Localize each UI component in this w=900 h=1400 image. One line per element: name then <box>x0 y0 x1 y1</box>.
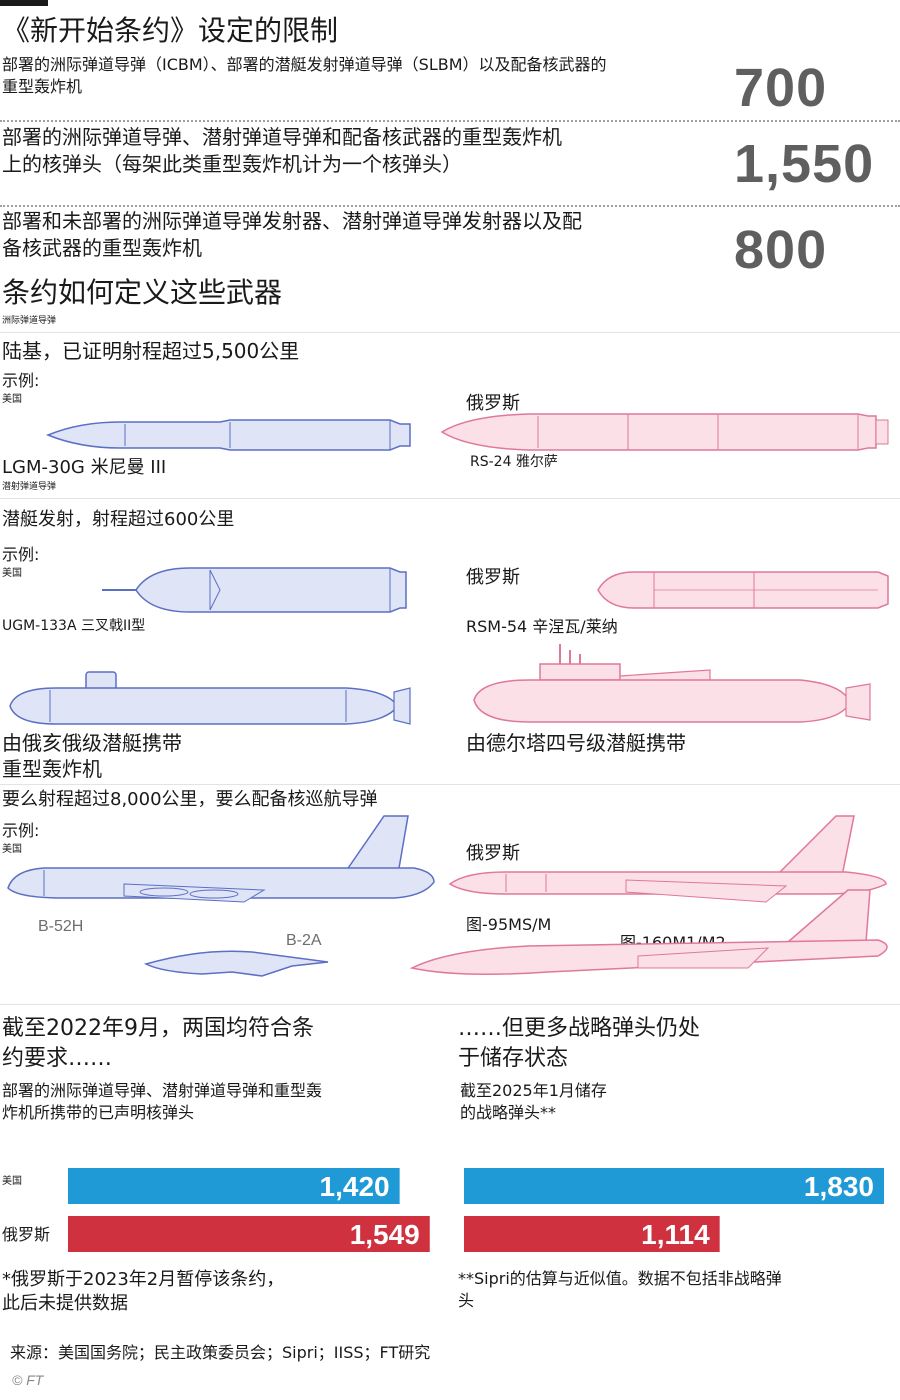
limit-1-label-line1: 部署的洲际弹道导弹（ICBM）、部署的潜艇发射弹道导弹（SLBM）以及配备核武器… <box>2 55 607 74</box>
icbm-ru-name: RS-24 雅尔萨 <box>470 454 558 470</box>
bomber-ru-label: 俄罗斯 <box>466 843 520 864</box>
right-chart-title-line1: ……但更多战略弹头仍处 <box>458 1016 701 1041</box>
icbm-us-label: 美国 <box>2 394 22 405</box>
divider-dotted <box>0 205 900 207</box>
bomber-tag: 重型轰炸机 <box>2 757 102 781</box>
limit-2-label: 部署的洲际弹道导弹、潜射弹道导弹和配备核武器的重型轰炸机 上的核弹头（每架此类重… <box>2 124 722 178</box>
delta-submarine-icon <box>473 644 871 723</box>
limit-2-label-line2: 上的核弹头（每架此类重型轰炸机计为一个核弹头） <box>2 152 462 176</box>
bar-us <box>68 1168 400 1204</box>
limit-3-label: 部署和未部署的洲际弹道导弹发射器、潜射弹道导弹发射器以及配 备核武器的重型轰炸机 <box>2 208 722 262</box>
tu95-icon <box>448 815 887 903</box>
limit-2-label-line1: 部署的洲际弹道导弹、潜射弹道导弹和配备核武器的重型轰炸机 <box>2 125 562 149</box>
divider <box>0 784 900 785</box>
b2a-name: B-2A <box>286 932 322 949</box>
left-chart-subtitle: 部署的洲际弹道导弹、潜射弹道导弹和重型轰 炸机所携带的已声明核弹头 <box>2 1080 432 1124</box>
left-chart-title-line1: 截至2022年9月，两国均符合条 <box>2 1016 314 1041</box>
bar-value-label: 1,549 <box>350 1219 420 1250</box>
limit-3-label-line1: 部署和未部署的洲际弹道导弹发射器、潜射弹道导弹发射器以及配 <box>2 209 582 233</box>
limit-1-value: 700 <box>734 58 828 118</box>
right-bar-chart: 1,830 1,114 <box>464 1168 884 1252</box>
left-chart-subtitle-line2: 炸机所携带的已声明核弹头 <box>2 1103 195 1122</box>
right-chart-subtitle-line1: 截至2025年1月储存 <box>460 1081 607 1100</box>
ohio-submarine-icon <box>9 671 411 725</box>
bar-russia <box>464 1216 720 1252</box>
tu95-name: 图-95MS/M <box>466 915 552 934</box>
left-footnote-line2: 此后未提供数据 <box>2 1293 128 1314</box>
icbm-example: 示例: <box>2 371 40 390</box>
bomber-us-label: 美国 <box>2 844 22 855</box>
slbm-ru-name: RSM-54 辛涅瓦/莱纳 <box>466 617 618 636</box>
b2a-icon <box>143 950 329 977</box>
icbm-desc: 陆基，已证明射程超过5,500公里 <box>2 339 300 363</box>
icbm-tag: 洲际弹道导弹 <box>2 316 57 326</box>
left-chart-title-line2: 约要求…… <box>2 1046 113 1071</box>
limit-3-label-line2: 备核武器的重型轰炸机 <box>2 236 202 260</box>
icbm-ru-missile-icon <box>440 413 889 451</box>
right-chart-title: ……但更多战略弹头仍处 于储存状态 <box>458 1014 878 1074</box>
right-footnote-line2: 头 <box>458 1291 475 1310</box>
right-chart-subtitle: 截至2025年1月储存 的战略弹头** <box>460 1080 880 1124</box>
slbm-example: 示例: <box>2 545 40 564</box>
chart-us-label: 美国 <box>2 1176 22 1187</box>
icbm-us-missile-icon <box>46 419 411 451</box>
divider <box>0 1004 900 1005</box>
slbm-us-name: UGM-133A 三叉戟II型 <box>2 618 146 634</box>
divider <box>0 498 900 499</box>
left-bar-chart: 1,420 1,549 <box>68 1168 430 1252</box>
slbm-ru-label: 俄罗斯 <box>466 567 520 588</box>
divider <box>0 332 900 333</box>
limit-1-label: 部署的洲际弹道导弹（ICBM）、部署的潜艇发射弹道导弹（SLBM）以及配备核武器… <box>2 54 702 98</box>
definitions-title: 条约如何定义这些武器 <box>2 276 283 309</box>
tu160-icon <box>409 889 888 975</box>
bomber-desc: 要么射程超过8,000公里，要么配备核巡航导弹 <box>2 789 378 810</box>
right-footnote-line1: **Sipri的估算与近似值。数据不包括非战略弹 <box>458 1269 782 1288</box>
limit-3-value: 800 <box>734 220 828 280</box>
slbm-us-sub: 由俄亥俄级潜艇携带 <box>2 731 182 755</box>
source-note: 来源：美国国务院；民主政策委员会；Sipri；IISS；FT研究 <box>10 1343 431 1362</box>
left-chart-title: 截至2022年9月，两国均符合条 约要求…… <box>2 1014 422 1074</box>
icbm-ru-label: 俄罗斯 <box>466 393 520 414</box>
bar-value-label: 1,420 <box>320 1171 390 1202</box>
right-chart-subtitle-line2: 的战略弹头** <box>460 1103 557 1122</box>
limit-2-value: 1,550 <box>734 134 875 194</box>
slbm-us-label: 美国 <box>2 568 22 579</box>
left-chart-subtitle-line1: 部署的洲际弹道导弹、潜射弹道导弹和重型轰 <box>2 1081 323 1100</box>
page-title: 《新开始条约》设定的限制 <box>2 14 339 47</box>
bar-value-label: 1,114 <box>641 1219 710 1250</box>
limit-1-label-line2: 重型轰炸机 <box>2 77 83 96</box>
slbm-ru-sub: 由德尔塔四号级潜艇携带 <box>466 731 686 755</box>
slbm-us-missile-icon <box>102 567 407 613</box>
chart-ru-label: 俄罗斯 <box>2 1225 51 1244</box>
b52h-name: B-52H <box>38 918 84 935</box>
bar-us <box>464 1168 884 1204</box>
bar-value-label: 1,830 <box>804 1171 874 1202</box>
bomber-example: 示例: <box>2 821 40 840</box>
left-footnote-line1: *俄罗斯于2023年2月暂停该条约， <box>2 1269 285 1290</box>
right-footnote: **Sipri的估算与近似值。数据不包括非战略弹 头 <box>458 1268 782 1312</box>
top-accent-bar <box>0 0 48 6</box>
left-footnote: *俄罗斯于2023年2月暂停该条约， 此后未提供数据 <box>2 1268 284 1316</box>
b52h-icon <box>7 815 435 903</box>
slbm-ru-missile-icon <box>597 571 889 609</box>
slbm-tag: 潜射弹道导弹 <box>2 482 57 492</box>
slbm-desc: 潜艇发射，射程超过600公里 <box>2 509 235 530</box>
bar-russia <box>68 1216 430 1252</box>
divider-dotted <box>0 120 900 122</box>
icbm-us-name: LGM-30G 米尼曼 III <box>2 457 167 478</box>
ft-watermark: © FT <box>12 1372 44 1388</box>
right-chart-title-line2: 于储存状态 <box>458 1046 569 1071</box>
